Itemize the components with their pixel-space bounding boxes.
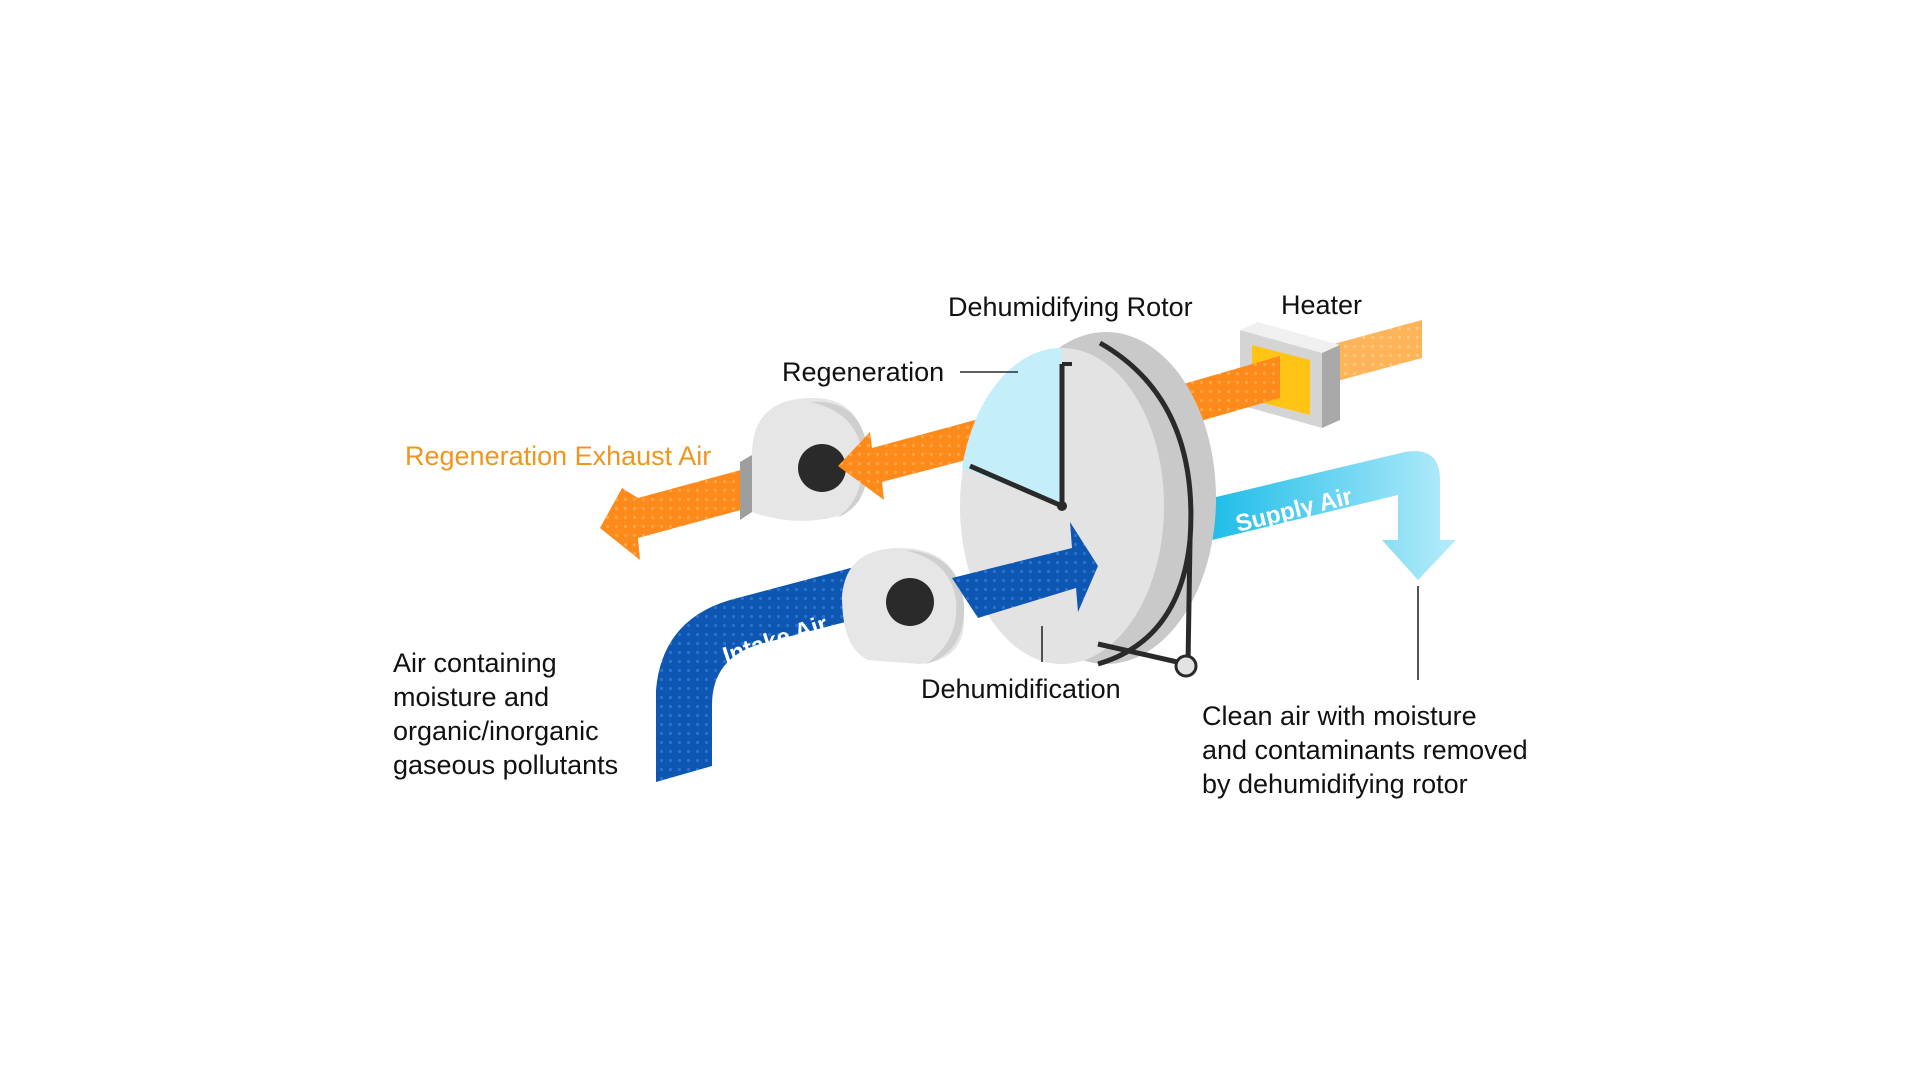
supply-description-line: by dehumidifying rotor (1202, 769, 1468, 799)
dehumidifying-rotor-label: Dehumidifying Rotor (948, 292, 1193, 322)
supply-description-line: and contaminants removed (1202, 735, 1528, 765)
process-air-arrow (952, 522, 1098, 618)
dehumidification-label: Dehumidification (921, 674, 1121, 704)
supply-air-arrow (1212, 451, 1456, 580)
intake-description-line: gaseous pollutants (393, 750, 619, 780)
regeneration-inlet-air-duct (1330, 320, 1422, 383)
regeneration-label: Regeneration (782, 357, 945, 387)
supply-description-line: Clean air with moisture (1202, 701, 1477, 731)
regeneration-air-arrow (838, 410, 1012, 500)
intake-fan-icon (842, 548, 965, 664)
intake-description-line: organic/inorganic (393, 716, 599, 746)
regeneration-exhaust-air-label: Regeneration Exhaust Air (405, 441, 712, 471)
supply-air-description: Clean air with moisture and contaminants… (1202, 699, 1528, 801)
intake-description-line: Air containing (393, 648, 557, 678)
regeneration-fan-icon (740, 397, 869, 521)
dehumidifying-rotor-icon (960, 332, 1216, 678)
heater-label: Heater (1281, 290, 1363, 320)
intake-air-description: Air containing moisture and organic/inor… (393, 646, 618, 782)
intake-description-line: moisture and (393, 682, 550, 712)
regeneration-exhaust-air-arrow (600, 468, 748, 560)
heated-regeneration-air-duct (1180, 356, 1280, 427)
leader-lines (960, 371, 1419, 680)
regeneration-sector (962, 347, 1062, 506)
